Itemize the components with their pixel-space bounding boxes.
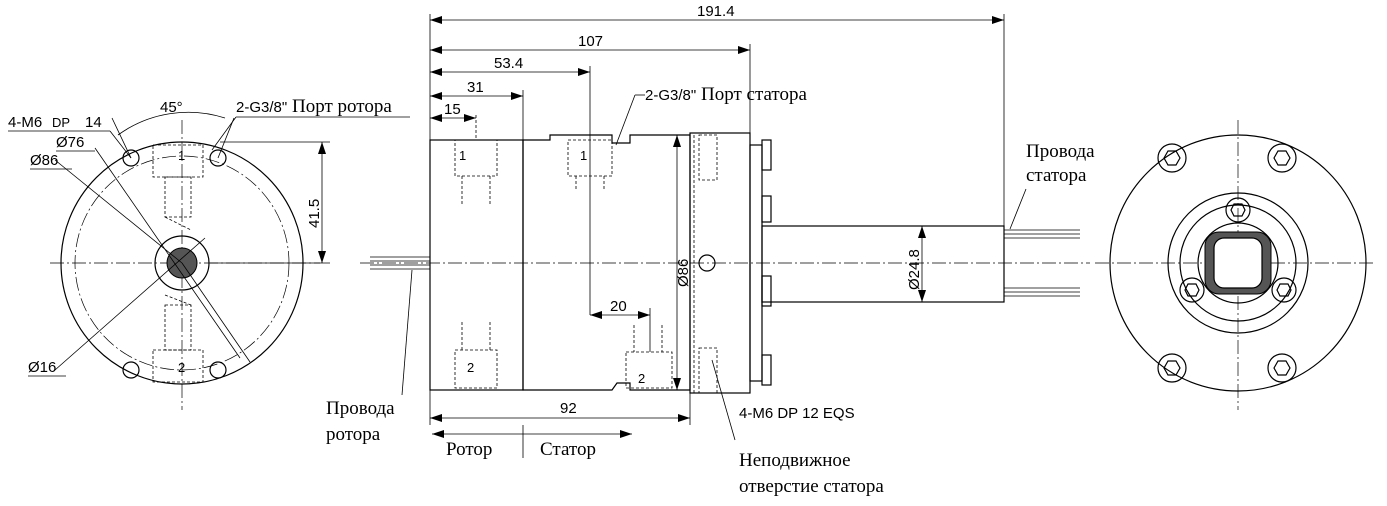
height-dimension: 41.5	[306, 199, 323, 228]
shaft-diameter-dimension: Ø24.8	[906, 249, 923, 290]
stator-flange-outline	[1109, 134, 1367, 392]
mount-hole	[209, 149, 227, 167]
right-end-view	[1095, 120, 1375, 410]
shaft-outline	[154, 235, 210, 291]
hex-bolt-icon	[1179, 277, 1205, 303]
mount-hole	[209, 361, 227, 379]
stator-port-code: 2-G3/8"	[645, 87, 696, 104]
diameter-16-label: Ø16	[28, 359, 56, 376]
rotor-body	[429, 139, 524, 391]
stator-label: Статор	[540, 439, 596, 460]
mount-hole	[122, 149, 140, 167]
diameter-86-label: Ø86	[30, 152, 58, 169]
hex-bolt-icon	[1157, 353, 1187, 383]
diameter-76-label: Ø76	[56, 134, 84, 151]
length-107-dimension: 107	[578, 33, 603, 50]
body-diameter-dimension: Ø86	[675, 259, 692, 287]
rotor-label: Ротор	[446, 439, 492, 460]
length-15-dimension: 15	[444, 101, 461, 118]
hex-bolt-icon	[1225, 197, 1251, 223]
rotor-port-code: 2-G3/8"	[236, 99, 287, 116]
stator-wires	[1004, 229, 1080, 297]
port-number-label: 1	[580, 148, 587, 163]
angle-dimension: 45°	[160, 99, 183, 116]
mount-depth-value: 14	[85, 114, 102, 131]
left-end-view: 1 2 45° 41.5 4-M6 DP 14 Ø76 Ø86 Ø16	[8, 96, 410, 410]
hex-bolt-icon	[1271, 277, 1297, 303]
hex-bolt-icon	[1267, 353, 1297, 383]
side-view: 1 2 1 2 191.4	[326, 3, 1095, 497]
length-92-dimension: 92	[560, 400, 577, 417]
overall-length-dimension: 191.4	[697, 3, 735, 20]
hex-bolt-icon	[1267, 143, 1297, 173]
mount-depth-prefix: DP	[52, 115, 70, 130]
stator-wires-label-line2: статора	[1026, 165, 1087, 186]
rotor-wires-label-line2: ротора	[326, 424, 381, 445]
rotor-wires	[370, 256, 430, 270]
fixed-hole-label-line1: Неподвижное	[739, 450, 851, 471]
port-number-label: 1	[459, 148, 466, 163]
port-number-label: 1	[178, 148, 185, 163]
rotor-port-label: Порт ротора	[292, 96, 392, 117]
port-number-label: 2	[178, 360, 185, 375]
port-number-label: 2	[467, 360, 474, 375]
rotor-wires-label-line1: Провода	[326, 398, 395, 419]
mount-holes-label: 4-M6	[8, 114, 42, 131]
stator-thread-label: 4-M6 DP 12 EQS	[739, 405, 855, 422]
stator-body	[522, 134, 691, 391]
mount-hole	[122, 361, 140, 379]
hex-bolt-icon	[1157, 143, 1187, 173]
length-31-dimension: 31	[467, 79, 484, 96]
stator-port-label: Порт статора	[701, 84, 807, 105]
port-number-label: 2	[638, 371, 645, 386]
length-53-4-dimension: 53.4	[494, 55, 523, 72]
stator-shaft	[761, 225, 1005, 303]
length-20-dimension: 20	[610, 298, 627, 315]
stator-wires-label-line1: Провода	[1026, 141, 1095, 162]
fixed-hole-label-line2: отверстие статора	[739, 476, 884, 497]
